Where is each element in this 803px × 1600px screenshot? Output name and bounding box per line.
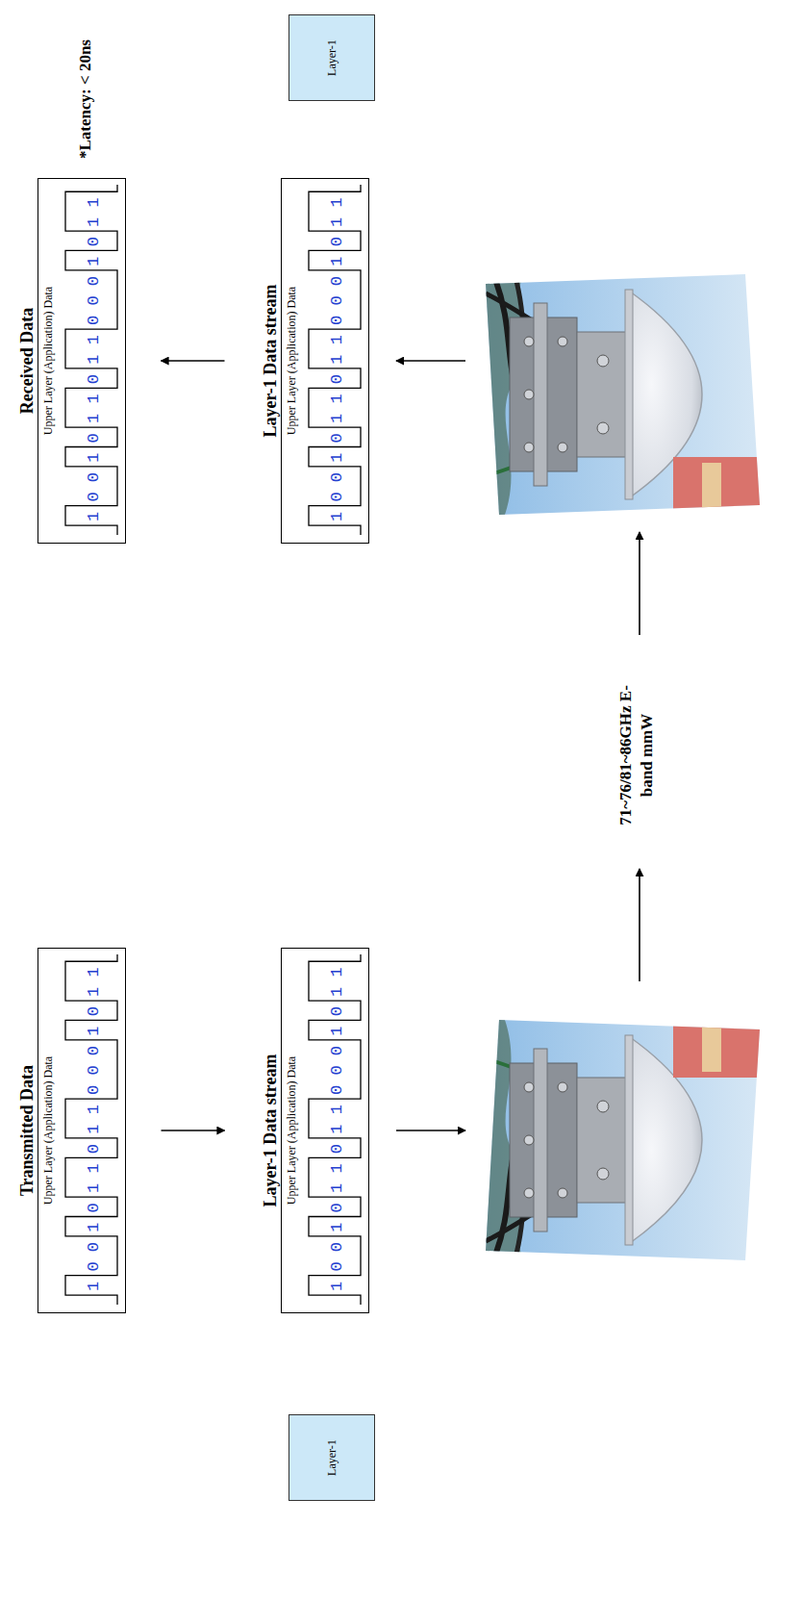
panel-heading: Layer-1 Data stream	[259, 947, 281, 1313]
antenna-photo	[485, 1019, 760, 1260]
waveform-trace	[65, 953, 118, 1305]
layer-label: Layer-1	[325, 1438, 340, 1476]
antenna-photo	[485, 274, 760, 515]
flow-arrow	[396, 359, 466, 362]
flow-arrow	[396, 1129, 466, 1131]
signal-frame: Upper Layer (Application) Data 1 0 0 1 0 …	[37, 947, 126, 1313]
layer-caption: Upper Layer (Application) Data	[41, 948, 55, 1312]
panel-heading: Layer-1 Data stream	[259, 177, 281, 544]
data-panel: Transmitted DataUpper Layer (Application…	[16, 947, 126, 1313]
bit-sequence: 1 0 0 1 0 1 1 0 1 1 0 0 0 1 0 1 1	[327, 197, 348, 522]
data-panel: Received DataUpper Layer (Application) D…	[16, 177, 126, 544]
layer-caption: Upper Layer (Application) Data	[41, 178, 55, 543]
latency-note: *Latency: < 20ns	[75, 39, 97, 159]
bit-sequence: 1 0 0 1 0 1 1 0 1 1 0 0 0 1 0 1 1	[327, 966, 348, 1291]
waveform-trace	[65, 184, 118, 535]
bit-sequence: 1 0 0 1 0 1 1 0 1 1 0 0 0 1 0 1 1	[84, 197, 104, 522]
flow-arrow	[638, 868, 641, 981]
layer-label: Layer-1	[325, 39, 340, 76]
layer-caption: Upper Layer (Application) Data	[284, 178, 299, 543]
layer-box: Layer-1	[288, 14, 376, 101]
layer-box: Layer-1	[288, 1413, 376, 1501]
signal-frame: Upper Layer (Application) Data 1 0 0 1 0 …	[280, 947, 370, 1313]
data-panel: Layer-1 Data streamUpper Layer (Applicat…	[259, 177, 370, 544]
flow-arrow	[638, 531, 641, 635]
bit-sequence: 1 0 0 1 0 1 1 0 1 1 0 0 0 1 0 1 1	[84, 966, 104, 1291]
band-label: 71~76/81~86GHz E-band mmW	[615, 668, 658, 842]
data-panel: Layer-1 Data streamUpper Layer (Applicat…	[259, 947, 370, 1313]
panel-heading: Transmitted Data	[16, 947, 38, 1313]
signal-frame: Upper Layer (Application) Data 1 0 0 1 0 …	[37, 177, 126, 544]
panel-heading: Received Data	[16, 177, 38, 544]
layer-caption: Upper Layer (Application) Data	[284, 948, 299, 1312]
waveform-trace	[308, 953, 361, 1305]
waveform-trace	[308, 184, 361, 535]
flow-connector	[161, 359, 226, 362]
signal-frame: Upper Layer (Application) Data 1 0 0 1 0 …	[280, 177, 370, 544]
flow-connector	[161, 1129, 226, 1131]
